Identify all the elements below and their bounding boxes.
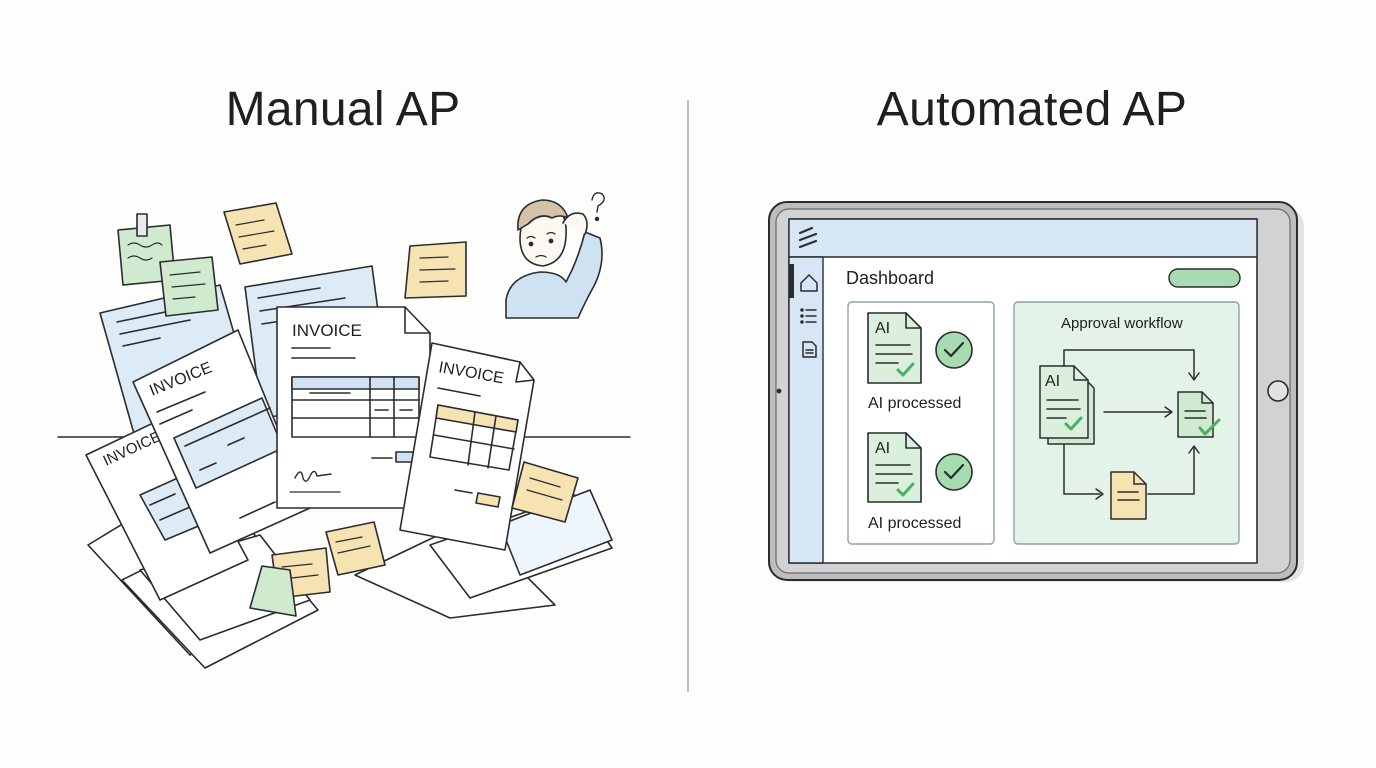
workflow-pending-document-icon [1110, 471, 1147, 520]
workflow-title: Approval workflow [1061, 315, 1183, 332]
sidebar-active-indicator [789, 264, 794, 298]
sticky-note-yellow-bottom-mid [325, 521, 386, 576]
manual-ap-title: Manual AP [225, 83, 461, 136]
sidebar-home-icon[interactable] [800, 274, 818, 292]
confused-person-icon [505, 192, 605, 319]
automated-ap-scene: Dashboard AI [768, 201, 1304, 582]
menu-icon[interactable] [798, 226, 818, 249]
sticky-note-yellow-bottom-right [511, 461, 579, 523]
dashboard-heading: Dashboard [846, 268, 934, 288]
workflow-arrow-top [1063, 349, 1195, 379]
processed-card-1: AI AI processed [867, 312, 973, 412]
ai-document-icon [867, 312, 922, 384]
invoice-front-center: INVOICE [276, 306, 431, 509]
sticky-note-green-mid [159, 256, 219, 317]
sticky-note-green-bottom [249, 565, 297, 617]
ai-doc-label-1: AI [875, 320, 890, 337]
workflow-arrow-bottom-left [1063, 443, 1101, 495]
workflow-source-document-icon [1039, 365, 1095, 445]
ai-doc-label-2: AI [875, 440, 890, 457]
manual-ap-scene: INVOICE INVOICE INVOICE [57, 192, 631, 669]
tablet-screen: Dashboard AI [788, 218, 1258, 564]
invoice-tilted-right: INVOICE [399, 342, 535, 551]
sticky-note-yellow-top [223, 202, 293, 265]
ai-document-icon [867, 432, 922, 503]
processed-status-1: AI processed [868, 395, 961, 412]
workflow-arrow-bottom-right [1147, 447, 1195, 495]
workflow-doc-label: AI [1045, 373, 1060, 390]
invoice-label-3: INVOICE [292, 321, 362, 340]
workflow-approved-document-icon [1177, 391, 1221, 438]
processed-card-2: AI AI processed [867, 432, 973, 532]
app-top-bar [788, 218, 1258, 258]
home-button[interactable] [1267, 380, 1289, 402]
approval-workflow-panel [1013, 301, 1240, 545]
camera-dot [776, 388, 782, 394]
workflow-arrowhead-middle [1164, 406, 1173, 418]
sidebar-list-icon[interactable] [800, 308, 817, 324]
doc-check-icon [896, 362, 915, 377]
workflow-diagram [1039, 349, 1221, 520]
doc-check-icon [896, 482, 915, 497]
action-pill-button[interactable] [1168, 268, 1241, 288]
automated-ap-title: Automated AP [876, 83, 1188, 136]
workflow-arrowhead-bottom-left [1095, 488, 1104, 500]
check-circle-icon [935, 331, 973, 369]
sticky-notes [117, 202, 579, 617]
sidebar-document-icon[interactable] [802, 341, 817, 358]
sticky-note-yellow-right [404, 241, 467, 299]
center-divider [687, 100, 689, 692]
workflow-arrowhead-top [1188, 372, 1200, 381]
check-circle-icon [935, 453, 973, 491]
app-sidebar [788, 256, 824, 564]
processed-status-2: AI processed [868, 515, 961, 532]
workflow-arrowhead-bottom-right [1188, 445, 1200, 454]
invoice-tilted-left: INVOICE [132, 329, 311, 554]
